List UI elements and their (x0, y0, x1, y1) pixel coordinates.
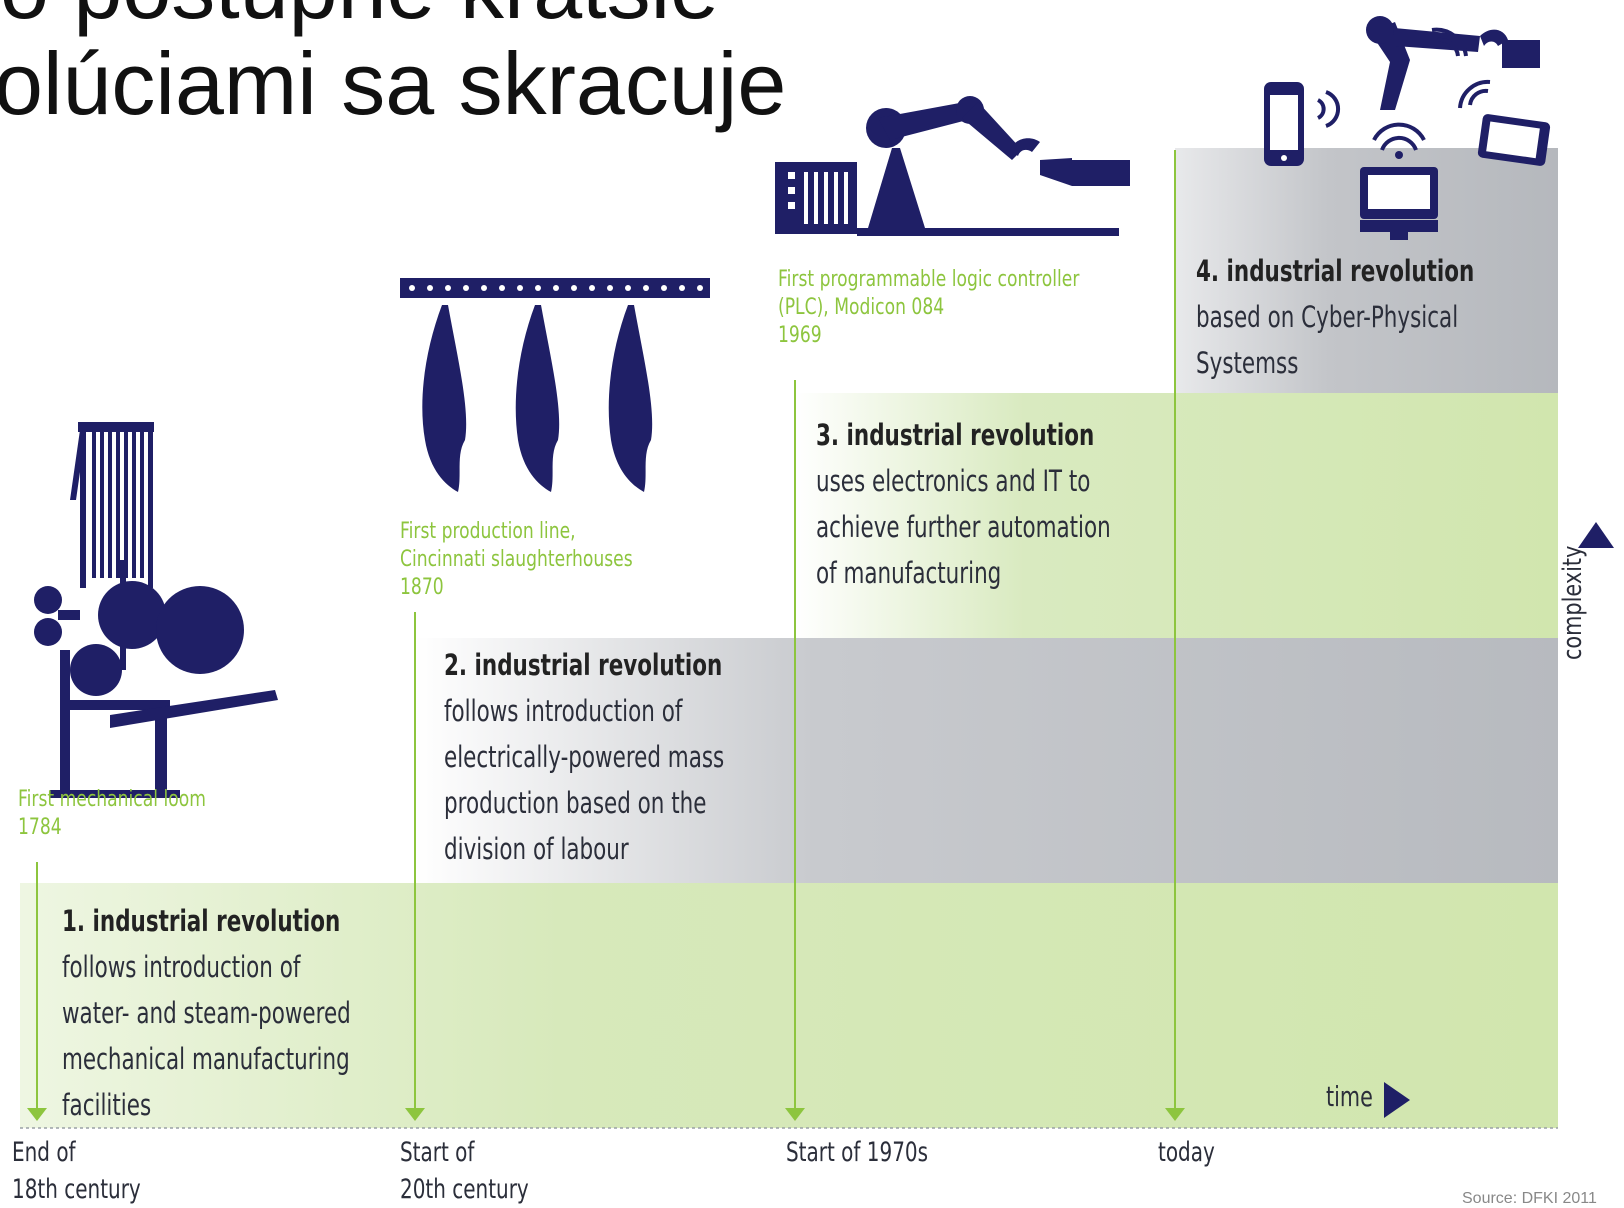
band-revolution-3 (795, 393, 1558, 638)
revolution-4-text: 4. industrial revolution based on Cyber-… (1196, 248, 1474, 386)
revolution-2-title: 2. industrial revolution (444, 648, 723, 682)
milestone-caption-2: First production line, Cincinnati slaugh… (400, 519, 633, 600)
time-arrow-icon (1384, 1082, 1410, 1118)
milestone-arrow-2 (405, 612, 425, 1121)
complexity-arrow-icon (1578, 522, 1614, 548)
revolution-3-text: 3. industrial revolution uses electronic… (816, 412, 1111, 596)
robot-arm-plc-icon (775, 96, 1130, 236)
connected-devices-icon (1264, 16, 1551, 240)
axis-label-4: today (1158, 1137, 1215, 1168)
axis-label-2: Start of 20th century (400, 1137, 529, 1205)
milestone-arrow-4 (1165, 150, 1185, 1121)
milestone-caption-1: First mechanical loom 1784 (18, 787, 206, 840)
milestone-arrow-1 (27, 862, 47, 1121)
revolution-3-title: 3. industrial revolution (816, 418, 1095, 452)
band-revolution-1 (20, 883, 1558, 1128)
time-label: time (1326, 1080, 1373, 1113)
complexity-label: complexity (1558, 545, 1588, 660)
revolution-1-text: 1. industrial revolution follows introdu… (62, 898, 351, 1128)
milestone-caption-3: First programmable logic controller (PLC… (778, 267, 1080, 348)
band-revolution-2 (415, 638, 1558, 883)
revolution-1-title: 1. industrial revolution (62, 904, 341, 938)
axis-label-1: End of 18th century (12, 1137, 141, 1205)
revolution-4-title: 4. industrial revolution (1196, 254, 1475, 288)
revolution-2-text: 2. industrial revolution follows introdu… (444, 642, 724, 872)
slide-heading-line-1: o postupne kratšie (0, 0, 719, 32)
production-line-icon (400, 278, 710, 492)
milestone-arrow-3 (785, 380, 805, 1121)
slide-heading-line-2: olúciami sa skracuje (0, 34, 787, 133)
source-credit: Source: DFKI 2011 (1462, 1190, 1597, 1207)
loom-icon (34, 422, 278, 798)
axis-label-3: Start of 1970s (786, 1137, 929, 1168)
